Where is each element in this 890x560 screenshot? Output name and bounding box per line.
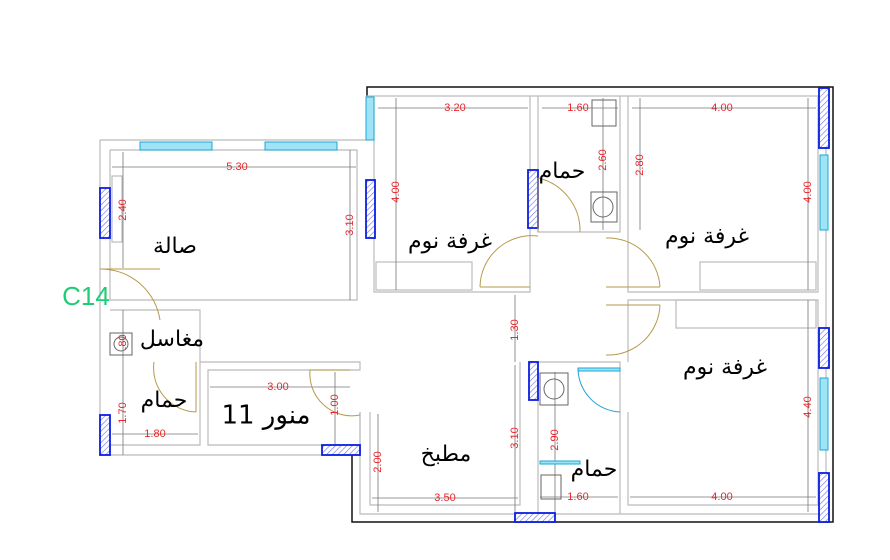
fixtures <box>109 99 618 500</box>
doors <box>99 177 661 417</box>
dim-label: 1.60 <box>567 491 588 503</box>
dim-label: 4.40 <box>802 396 814 417</box>
dim-label: 2.40 <box>117 199 129 220</box>
washbasin <box>109 332 133 356</box>
dim-label: .80 <box>117 334 129 349</box>
unit-tag: C14 <box>62 281 110 311</box>
column <box>99 187 111 239</box>
room-label-bathroom: حمام <box>571 457 618 482</box>
dim-label: 3.50 <box>434 492 455 504</box>
column <box>365 179 376 239</box>
dim-label: 1.60 <box>567 102 588 114</box>
column <box>818 472 830 523</box>
dim-label: 5.30 <box>226 161 247 173</box>
dim-label: 2.00 <box>372 451 384 472</box>
room-label-kitchen: مطبخ <box>421 442 472 467</box>
room-label-bathroom: حمام <box>141 388 188 413</box>
dim-label: 3.10 <box>344 214 356 235</box>
window <box>577 367 621 372</box>
room-labels: صالة غرفة نوم حمام غرفة نوم غرفة نوم مغا… <box>62 159 767 482</box>
room-label-living: صالة <box>153 234 197 259</box>
window <box>819 154 829 231</box>
room-label-bathroom: حمام <box>539 159 586 184</box>
room-label-bedroom: غرفة نوم <box>683 355 767 380</box>
column <box>514 512 556 523</box>
dim-label: 3.00 <box>267 381 288 393</box>
room-label-washbasins: مغاسل <box>140 327 204 352</box>
dim-label: 1.80 <box>144 428 165 440</box>
dim-label: 4.00 <box>802 181 814 202</box>
dimension-lines <box>112 98 816 512</box>
dim-label: 4.00 <box>711 102 732 114</box>
dim-label: 1.00 <box>329 394 341 415</box>
dim-label: 2.60 <box>597 149 609 170</box>
sink <box>539 372 569 406</box>
column <box>818 327 830 369</box>
windows <box>139 96 829 465</box>
dim-label: 2.90 <box>549 429 561 450</box>
column <box>818 87 830 149</box>
columns <box>99 87 830 523</box>
room-label-bedroom: غرفة نوم <box>408 229 492 254</box>
window <box>139 141 213 151</box>
window <box>539 460 581 465</box>
column <box>321 444 361 456</box>
dim-label: 1.30 <box>509 319 521 340</box>
dimension-labels: 3.20 1.60 4.00 5.30 2.40 3.10 4.00 2.60 … <box>117 102 814 504</box>
column <box>99 414 111 456</box>
toilet <box>540 474 562 500</box>
room-label-bedroom: غرفة نوم <box>665 224 749 249</box>
column <box>527 169 539 229</box>
dim-label: 3.10 <box>509 427 521 448</box>
column <box>528 361 539 401</box>
dim-label: 3.20 <box>444 102 465 114</box>
sink <box>590 191 618 223</box>
window <box>365 96 375 141</box>
dim-label: 1.70 <box>117 402 129 423</box>
toilet <box>591 99 617 127</box>
dim-label: 4.00 <box>390 181 402 202</box>
window <box>264 141 338 151</box>
window <box>819 377 829 451</box>
room-label-lightwell: منور 11 <box>221 401 310 431</box>
dim-label: 2.80 <box>634 154 646 175</box>
dim-label: 4.00 <box>711 491 732 503</box>
